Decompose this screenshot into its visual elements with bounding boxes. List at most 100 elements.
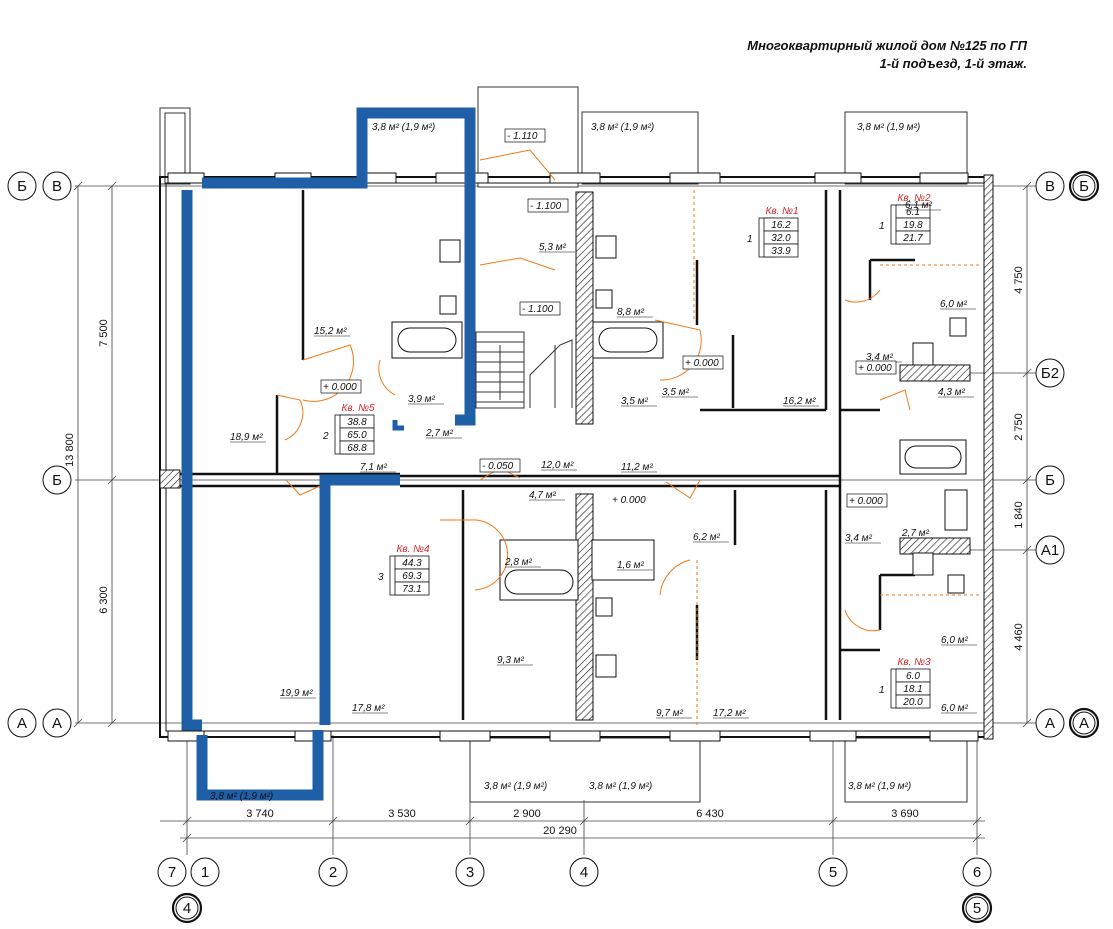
apartment-rooms-count: 2 <box>322 431 329 442</box>
axis-right-6-circle <box>1068 707 1100 739</box>
balcony-area-label: 3,8 м² (1,9 м²) <box>857 122 920 133</box>
room-area-label: 3,4 м² <box>866 352 894 363</box>
axis-bottom-1: 1 <box>201 864 209 881</box>
axis-left-1-circle <box>42 171 72 201</box>
axis-left-2: Б <box>52 472 62 489</box>
level-mark-box <box>320 379 362 394</box>
apartment-area-cell <box>763 243 799 258</box>
balcony-area-label: 3,8 м² (1,9 м²) <box>210 791 273 802</box>
left-dimensions <box>73 181 117 728</box>
apartment-rooms-count: 3 <box>378 572 384 583</box>
axis-right-2: Б2 <box>1041 365 1059 382</box>
apartment-area-cell <box>394 581 430 596</box>
axis-bottom-extra-1-circle <box>961 892 993 924</box>
balcony-area-label: 3,8 м² (1,9 м²) <box>372 122 435 133</box>
level-mark-box <box>479 458 521 473</box>
room-area-label: 2,8 м² <box>504 557 533 568</box>
fixtures <box>391 235 968 678</box>
stair-wall-lower <box>575 493 594 721</box>
level-mark: + 0.000 <box>685 358 719 369</box>
apartment-area-value: 6.0 <box>906 671 920 682</box>
axis-left-4-circle <box>42 708 72 738</box>
level-mark-box <box>527 198 569 213</box>
axis-left-3-circle <box>7 708 37 738</box>
level-mark: - 0.050 <box>482 461 514 472</box>
dim-right-3: 1 840 <box>1013 501 1025 529</box>
room-area-label: 3,4 м² <box>845 533 873 544</box>
axis-bottom-0-circle <box>157 857 187 887</box>
axis-left-4: А <box>52 715 62 732</box>
room-area-label: 6,2 м² <box>693 532 721 543</box>
axis-bottom-3: 3 <box>466 864 474 881</box>
room-area-label: 9,7 м² <box>656 708 684 719</box>
dim-bottom-4: 6 430 <box>696 808 724 820</box>
level-mark-box <box>855 360 897 375</box>
apartment-area-value: 16.2 <box>771 220 791 231</box>
apartment-area-value: 33.9 <box>771 246 791 257</box>
room-area-label: 3,5 м² <box>621 396 649 407</box>
axis-bottom-5-circle <box>818 857 848 887</box>
room-area-label: 6,0 м² <box>941 703 969 714</box>
balcony-area-label: 3,8 м² (1,9 м²) <box>848 781 911 792</box>
room-area-label: 4,3 м² <box>938 387 966 398</box>
end-wall-hatched <box>983 174 994 740</box>
apartment-rooms-count: 1 <box>879 685 885 696</box>
axis-bottom-2: 2 <box>329 864 337 881</box>
staircase <box>475 331 573 409</box>
apartment-name: Кв. №2 <box>897 193 931 204</box>
level-mark-box <box>846 493 888 508</box>
axis-bottom-extra-1: 5 <box>973 900 981 917</box>
room-area-label: 5,3 м² <box>539 242 567 253</box>
room-area-label: 8,8 м² <box>617 307 645 318</box>
dim-bottom-total: 20 290 <box>543 825 577 837</box>
room-area-label: 3,5 м² <box>662 387 690 398</box>
axis-bottom-extra-0: 4 <box>183 900 191 917</box>
balcony-labels: 3,8 м² (1,9 м²) 3,8 м² (1,9 м²) 3,8 м² (1,… <box>210 122 920 802</box>
level-mark: - 1.110 <box>507 131 538 142</box>
level-mark: + 0.000 <box>612 495 646 506</box>
apartment-area-value: 65.0 <box>347 430 367 441</box>
column-b-left <box>159 469 181 489</box>
apartment-name: Кв. №5 <box>341 403 375 414</box>
axis-bottom-extra-1-inner-circle <box>965 896 989 920</box>
axis-right-0-circle <box>1035 171 1065 201</box>
axis-right-3: Б <box>1045 472 1055 489</box>
room-area-label: 1,6 м² <box>617 560 645 571</box>
room-area-label: 9,3 м² <box>497 655 525 666</box>
dim-left-1: 7 500 <box>98 319 110 347</box>
axis-right-1: Б <box>1079 178 1089 195</box>
axis-bottom-1-circle <box>190 857 220 887</box>
apartment-area-value: 38.8 <box>347 417 367 428</box>
apartment-area-cell <box>895 694 931 709</box>
axis-right-5: А <box>1045 715 1055 732</box>
axis-right-5-circle <box>1035 708 1065 738</box>
bottom-dimensions <box>160 816 985 843</box>
dim-bottom-3: 2 900 <box>513 808 541 820</box>
dim-right-2: 2 750 <box>1013 413 1025 441</box>
room-area-label: 15,2 м² <box>314 326 347 337</box>
axis-left-2-circle <box>42 465 72 495</box>
room-area-label: 2,7 м² <box>901 528 930 539</box>
apartment-area-value: 6.1 <box>906 207 920 218</box>
room-area-label: 16,2 м² <box>783 396 816 407</box>
axis-bottom-5: 5 <box>829 864 837 881</box>
apartment-area-value: 73.1 <box>402 584 421 595</box>
level-mark: + 0.000 <box>323 382 357 393</box>
room-area-label: 4,7 м² <box>529 490 557 501</box>
level-mark: + 0.000 <box>858 363 892 374</box>
plan-title: Многоквартирный жилой дом №125 по ГП <box>747 38 1027 53</box>
partition-a1 <box>899 537 971 555</box>
level-mark-box <box>504 128 546 143</box>
axis-left-0: Б <box>17 178 27 195</box>
apartment-area-value: 21.7 <box>902 233 923 244</box>
apartment-area-value: 69.3 <box>402 571 422 582</box>
dim-bottom-5: 3 690 <box>891 808 919 820</box>
level-mark: - 1.100 <box>522 304 554 315</box>
apartment-area-value: 32.0 <box>771 233 791 244</box>
highlighted-stub <box>392 420 404 431</box>
axis-right-1-circle <box>1068 170 1100 202</box>
axis-left-0-circle <box>7 171 37 201</box>
